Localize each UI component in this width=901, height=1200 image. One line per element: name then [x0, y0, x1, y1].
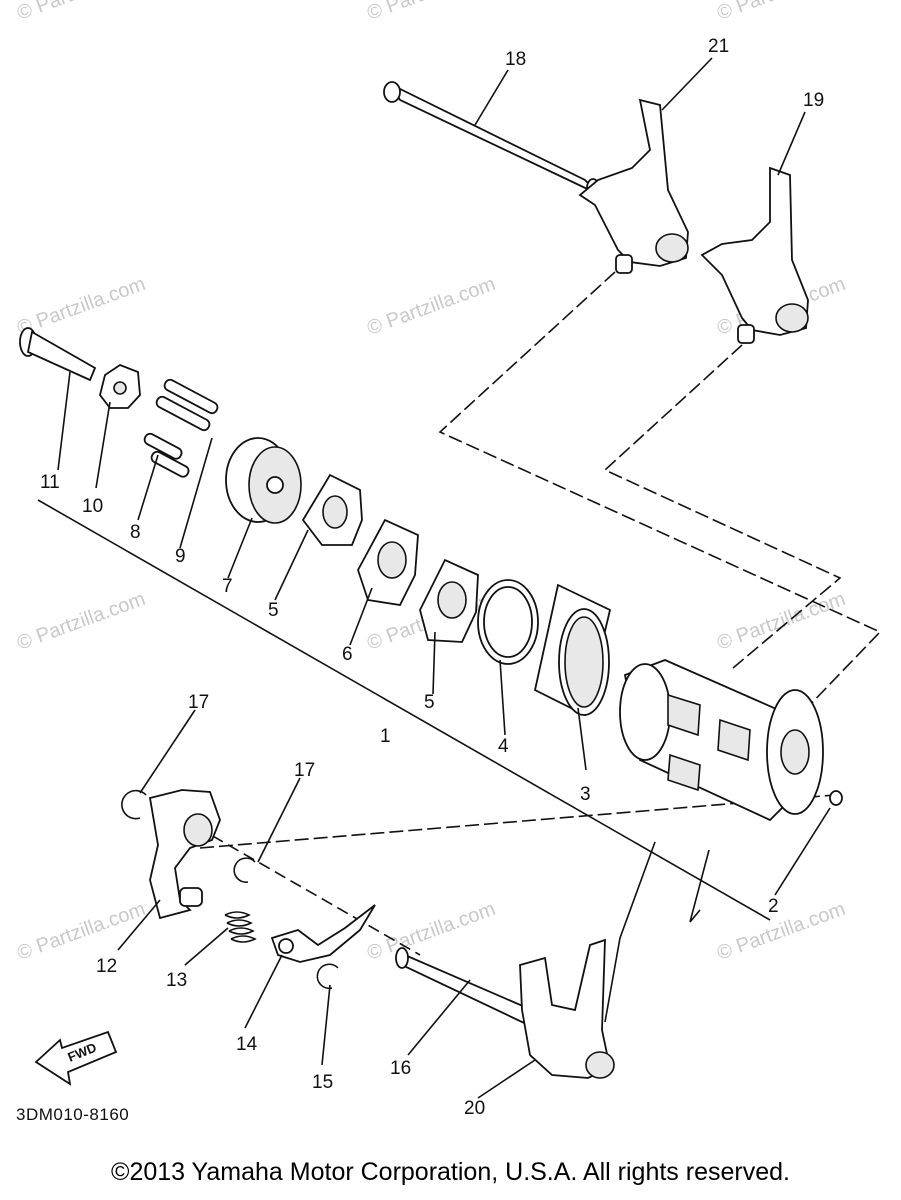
part-1-shift-cam	[619, 659, 824, 822]
callout-5b: 5	[424, 692, 435, 713]
watermark-layer: © Partzilla.com © Partzilla.com © Partzi…	[14, 0, 848, 965]
callout-11: 11	[40, 472, 60, 493]
callout-6: 6	[342, 644, 353, 665]
part-14-stopper-lever	[270, 904, 376, 963]
watermark: © Partzilla.com	[14, 898, 148, 965]
callout-5a: 5	[268, 600, 279, 621]
callout-21: 21	[708, 36, 729, 57]
callout-1: 1	[380, 726, 391, 747]
part-19-shift-fork	[700, 166, 809, 344]
callout-labels: 18 21 19 11 10 8 9 7 5 6 5 1 4 3 2 17 17…	[40, 36, 824, 1119]
callout-18: 18	[505, 49, 526, 70]
callout-9: 9	[175, 546, 186, 567]
callout-8: 8	[130, 522, 141, 543]
diagram-code: 3DM010-8160	[16, 1105, 129, 1124]
part-15-circlip	[316, 963, 339, 990]
watermark: © Partzilla.com	[14, 273, 148, 340]
part-7-end-plate	[225, 437, 302, 524]
assembly-lines	[37, 271, 882, 1023]
watermark: © Partzilla.com	[364, 898, 498, 965]
part-8-pins	[143, 432, 190, 478]
callout-12: 12	[96, 956, 117, 977]
part-2-pin	[829, 790, 843, 806]
part-17-circlip	[121, 789, 147, 820]
part-4-ring	[477, 579, 539, 665]
part-5-plate	[301, 473, 363, 546]
callout-19: 19	[803, 90, 824, 111]
leader-lines	[57, 57, 831, 1099]
part-18-guide-bar	[383, 81, 601, 198]
callout-7: 7	[222, 576, 233, 597]
callout-13: 13	[166, 970, 187, 991]
drum-side-line	[689, 849, 710, 923]
part-17-circlip	[233, 857, 256, 883]
watermark: © Partzilla.com	[364, 273, 498, 340]
watermark: © Partzilla.com	[714, 588, 848, 655]
callout-4: 4	[498, 736, 509, 757]
callout-16: 16	[390, 1058, 411, 1079]
part-21-shift-fork	[578, 98, 689, 274]
part-9-pins	[155, 378, 219, 432]
watermark: © Partzilla.com	[14, 588, 148, 655]
part-20-shift-fork	[519, 938, 615, 1079]
callout-2: 2	[768, 896, 779, 917]
callout-17b: 17	[294, 760, 315, 781]
shift-fork-guide-line	[603, 344, 842, 669]
main-axis-line	[37, 499, 771, 921]
part-3-bearing	[533, 583, 612, 717]
watermark: © Partzilla.com	[714, 0, 848, 25]
callout-14: 14	[236, 1034, 258, 1055]
callout-3: 3	[580, 784, 591, 805]
watermark: © Partzilla.com	[364, 0, 498, 25]
callout-17a: 17	[188, 692, 209, 713]
fork-to-drum-line	[604, 841, 656, 1023]
part-6-plate	[357, 518, 419, 606]
part-10-segment	[99, 363, 141, 409]
drum-axis-line	[199, 794, 836, 849]
part-5-plate	[419, 558, 479, 643]
callout-15: 15	[312, 1072, 333, 1093]
callout-10: 10	[82, 496, 103, 517]
shaft-axis-line	[149, 799, 421, 956]
copyright-notice: ©2013 Yamaha Motor Corporation, U.S.A. A…	[111, 1158, 790, 1186]
watermark: © Partzilla.com	[714, 898, 848, 965]
callout-20: 20	[464, 1098, 485, 1119]
watermark: © Partzilla.com	[14, 0, 148, 25]
part-13-spring	[224, 911, 257, 943]
fwd-arrow: FWD	[34, 1030, 118, 1086]
part-12-shift-arm	[148, 789, 221, 920]
shift-fork-guide-line	[438, 271, 882, 711]
part-11-bolt	[19, 327, 97, 382]
